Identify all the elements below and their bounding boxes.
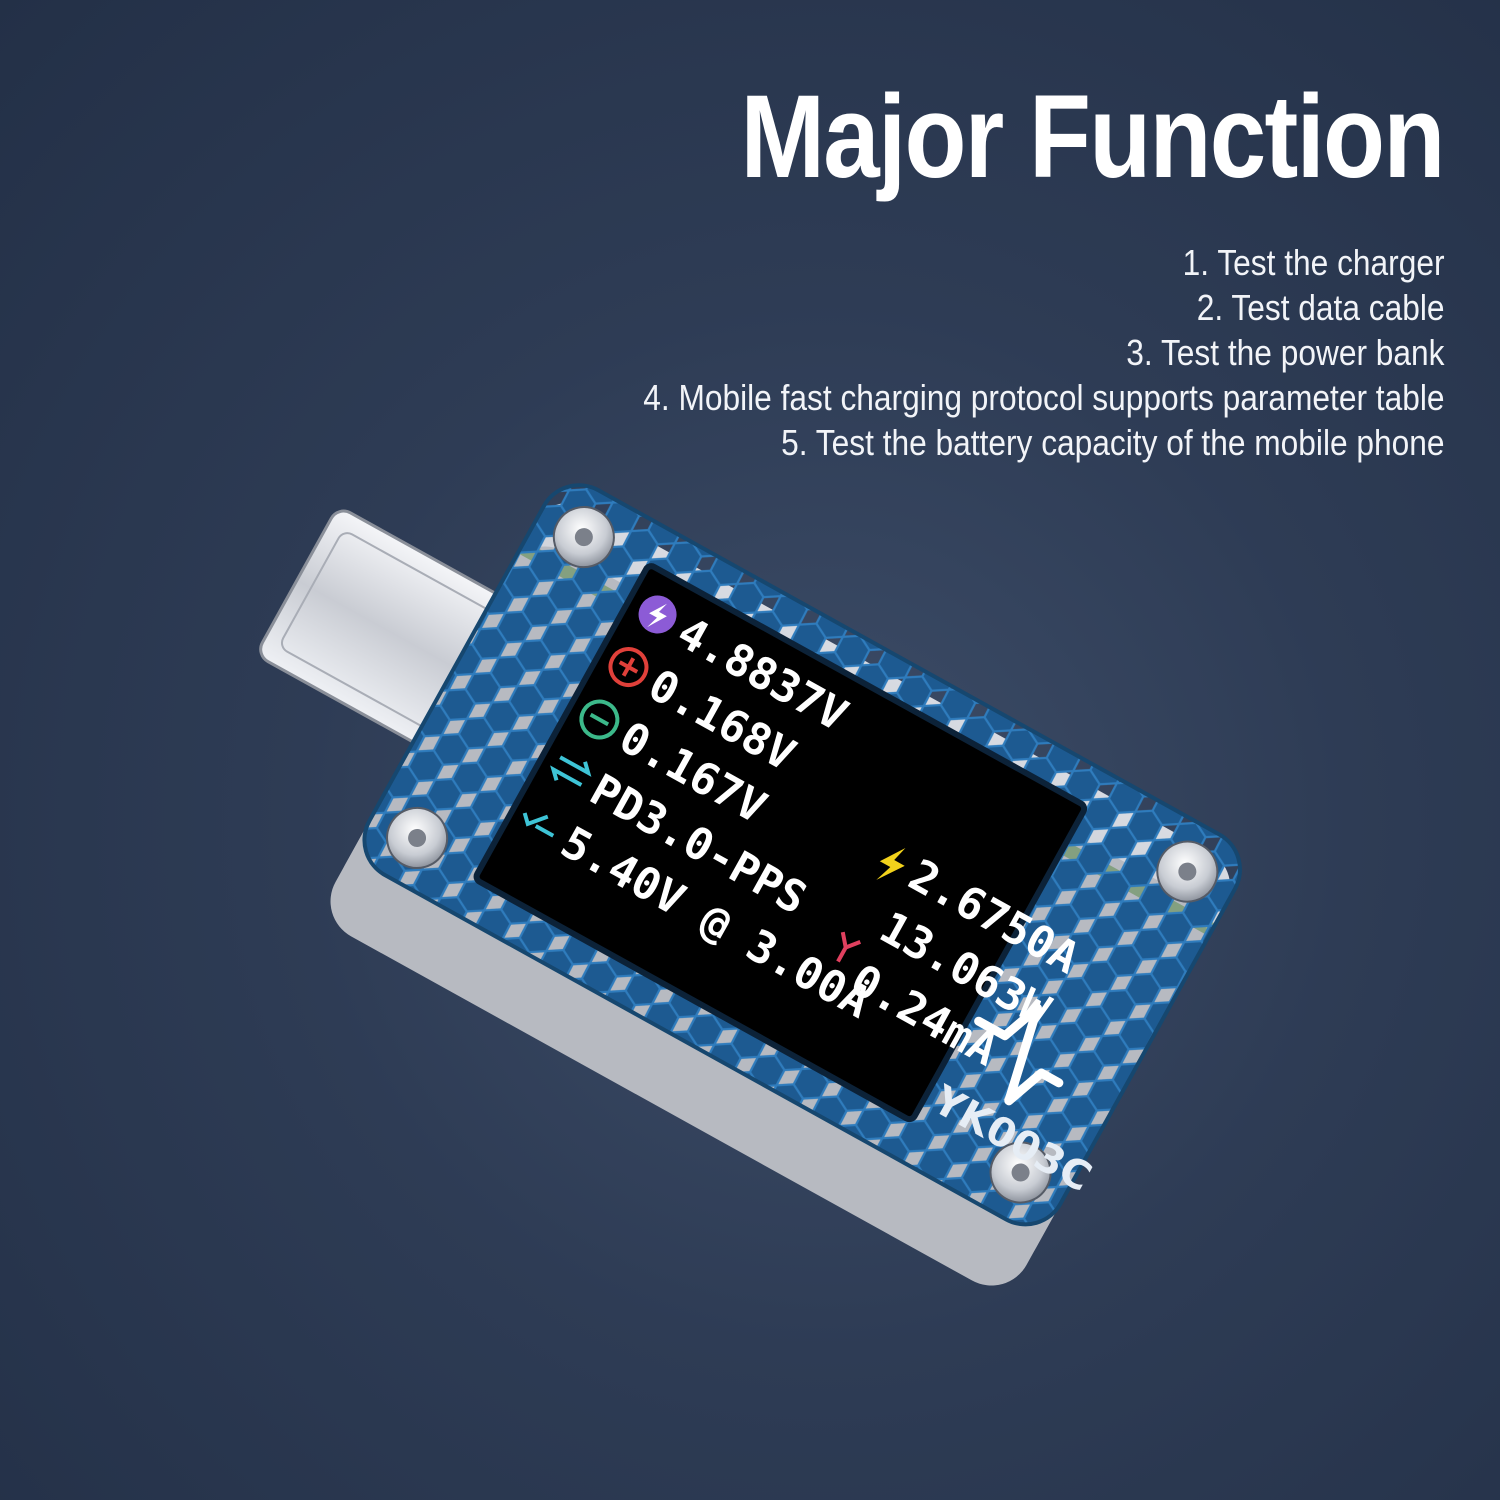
lcd-screen xyxy=(473,563,1088,1123)
cc1-plus-icon xyxy=(608,647,649,688)
feature-item: 3. Test the power bank xyxy=(1125,332,1444,373)
feature-item: 4. Mobile fast charging protocol support… xyxy=(642,377,1444,418)
protocol-arrows-icon xyxy=(550,755,592,787)
feature-list: 1. Test the charger 2. Test data cable 3… xyxy=(643,240,1444,465)
feature-item: 5. Test the battery capacity of the mobi… xyxy=(780,422,1444,463)
feature-item: 1. Test the charger xyxy=(1182,242,1444,283)
power-bolt-icon xyxy=(876,847,906,880)
request-check-icon xyxy=(522,812,555,838)
feature-item: 2. Test data cable xyxy=(1196,287,1444,328)
waveform-logo xyxy=(974,1003,1064,1106)
headline: Major Function xyxy=(740,71,1446,203)
cc2-minus-icon xyxy=(579,699,620,740)
split-arrow-icon xyxy=(836,931,861,963)
